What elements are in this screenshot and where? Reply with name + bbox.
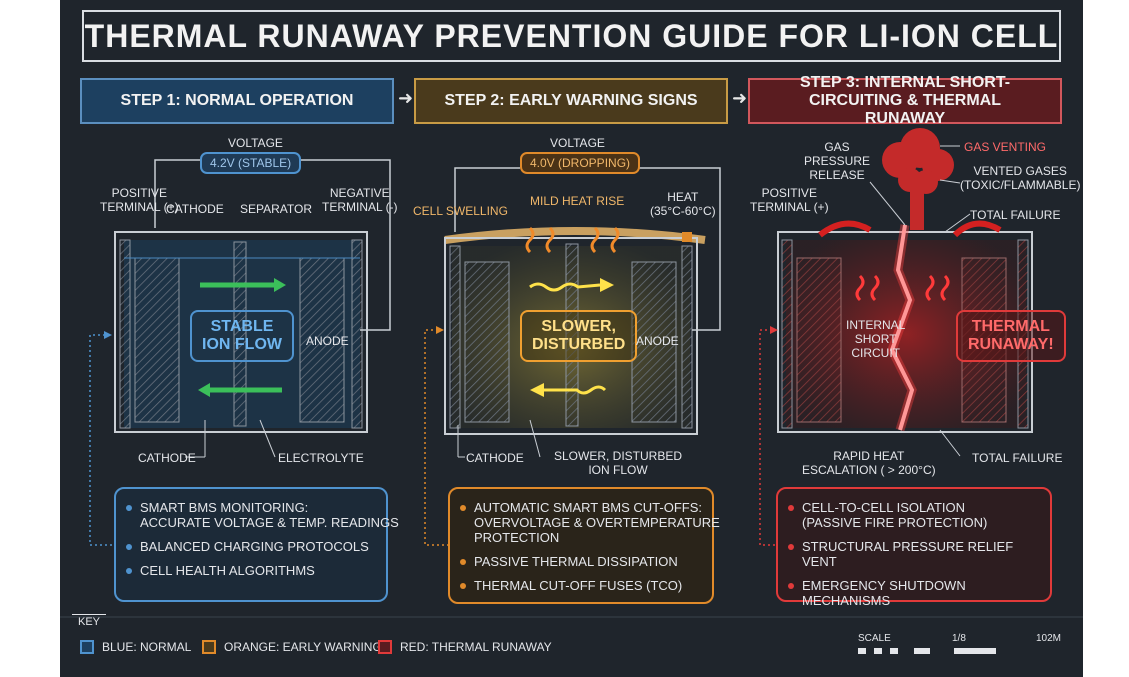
key-item-orange: ORANGE: EARLY WARNING <box>202 640 382 654</box>
chevron-right-icon: ➜ <box>398 88 414 108</box>
cathode-plate <box>134 257 180 423</box>
list-item: CELL-TO-CELL ISOLATION (PASSIVE FIRE PRO… <box>788 500 1040 530</box>
separator <box>565 243 579 427</box>
slow-flow-label: SLOWER, DISTURBED ION FLOW <box>554 449 683 477</box>
slower-disturbed-tag: SLOWER, DISTURBED <box>520 310 638 362</box>
key-item-red: RED: THERMAL RUNAWAY <box>378 640 552 654</box>
heat-wave-icon <box>855 274 950 302</box>
cathode-plate <box>796 257 842 423</box>
positive-terminal-label: POSITIVE TERMINAL (+) <box>100 186 179 214</box>
list-item: AUTOMATIC SMART BMS CUT-OFFS: OVERVOLTAG… <box>460 500 720 545</box>
arrow-icon <box>600 278 614 292</box>
page-title: THERMAL RUNAWAY PREVENTION GUIDE FOR LI-… <box>84 17 1059 54</box>
electrolyte-label: ELECTROLYTE <box>278 451 364 465</box>
arrow-icon <box>274 278 286 292</box>
separator <box>233 241 247 427</box>
arrow-icon <box>198 383 210 397</box>
step-3-header: STEP 3: INTERNAL SHORT-CIRCUITING & THER… <box>748 74 1062 127</box>
scale-label: SCALE <box>858 633 891 644</box>
cathode-label: CATHODE <box>166 202 224 216</box>
voltage-label: VOLTAGE <box>550 136 605 150</box>
vented-gases-label: VENTED GASES (TOXIC/FLAMMABLE) <box>960 164 1081 192</box>
cathode-plate <box>464 261 510 423</box>
cathode-bottom-label: CATHODE <box>138 451 196 465</box>
step-2-header: STEP 2: EARLY WARNING SIGNS <box>414 78 728 124</box>
scale-right: 102M <box>1036 633 1062 644</box>
gas-cloud-icon <box>882 128 954 230</box>
stable-ion-flow-tag: STABLE ION FLOW <box>190 310 294 362</box>
voltage-value: 4.0V (DROPPING) <box>520 152 641 174</box>
title-frame: THERMAL RUNAWAY PREVENTION GUIDE FOR LI-… <box>82 10 1061 62</box>
thermal-runaway-tag: THERMAL RUNAWAY! <box>956 310 1066 362</box>
list-item: STRUCTURAL PRESSURE RELIEF VENT <box>788 539 1040 569</box>
chevron-right-icon: ➜ <box>732 88 748 108</box>
voltage-label: VOLTAGE <box>228 136 283 150</box>
heat-wave-icon <box>525 226 620 254</box>
lightning-icon <box>889 224 915 431</box>
info-box-warning: AUTOMATIC SMART BMS CUT-OFFS: OVERVOLTAG… <box>448 487 720 604</box>
info-box-normal: SMART BMS MONITORING: ACCURATE VOLTAGE &… <box>114 487 399 602</box>
positive-terminal-label: POSITIVE TERMINAL (+) <box>750 186 829 214</box>
voltage-value: 4.2V (STABLE) <box>200 152 302 174</box>
key-item-blue: BLUE: NORMAL <box>80 640 191 654</box>
arrow-icon <box>530 383 544 397</box>
cell-swelling-label: CELL SWELLING <box>413 204 508 218</box>
list-item: CELL HEALTH ALGORITHMS <box>126 563 376 578</box>
total-failure-bottom-label: TOTAL FAILURE <box>972 451 1063 465</box>
rapid-heat-label: RAPID HEAT ESCALATION ( > 200°C) <box>802 449 936 477</box>
key-title: KEY <box>72 614 107 629</box>
cell-diagrams <box>60 128 1083 654</box>
cell-normal <box>89 159 391 546</box>
gas-release-label: GAS PRESSURE RELEASE <box>804 140 871 182</box>
guide-board: THERMAL RUNAWAY PREVENTION GUIDE FOR LI-… <box>60 0 1083 677</box>
anode-plate <box>631 261 677 423</box>
cathode-bottom-label: CATHODE <box>466 451 524 465</box>
separator-label: SEPARATOR <box>240 202 313 216</box>
total-failure-top-label: TOTAL FAILURE <box>970 208 1061 222</box>
list-item: THERMAL CUT-OFF FUSES (TCO) <box>460 578 702 593</box>
list-item: PASSIVE THERMAL DISSIPATION <box>460 554 702 569</box>
scale-bar <box>858 648 996 654</box>
scale-ratio: 1/8 <box>952 633 966 644</box>
list-item: BALANCED CHARGING PROTOCOLS <box>126 539 376 554</box>
internal-short-label: INTERNAL SHORT CIRCUIT <box>846 318 906 360</box>
anode-label: ANODE <box>636 334 679 348</box>
info-box-runaway: CELL-TO-CELL ISOLATION (PASSIVE FIRE PRO… <box>776 487 1052 608</box>
gas-venting-label: GAS VENTING <box>964 140 1047 154</box>
cell-warning <box>424 167 721 546</box>
list-item: SMART BMS MONITORING: ACCURATE VOLTAGE &… <box>126 500 399 530</box>
heat-range-label: HEAT (35°C-60°C) <box>650 190 716 218</box>
list-item: EMERGENCY SHUTDOWN MECHANISMS <box>788 578 1040 608</box>
step-1-header: STEP 1: NORMAL OPERATION <box>80 78 394 124</box>
mild-heat-label: MILD HEAT RISE <box>530 194 625 208</box>
negative-terminal-label: NEGATIVE TERMINAL (-) <box>322 186 398 214</box>
anode-label: ANODE <box>306 334 349 348</box>
